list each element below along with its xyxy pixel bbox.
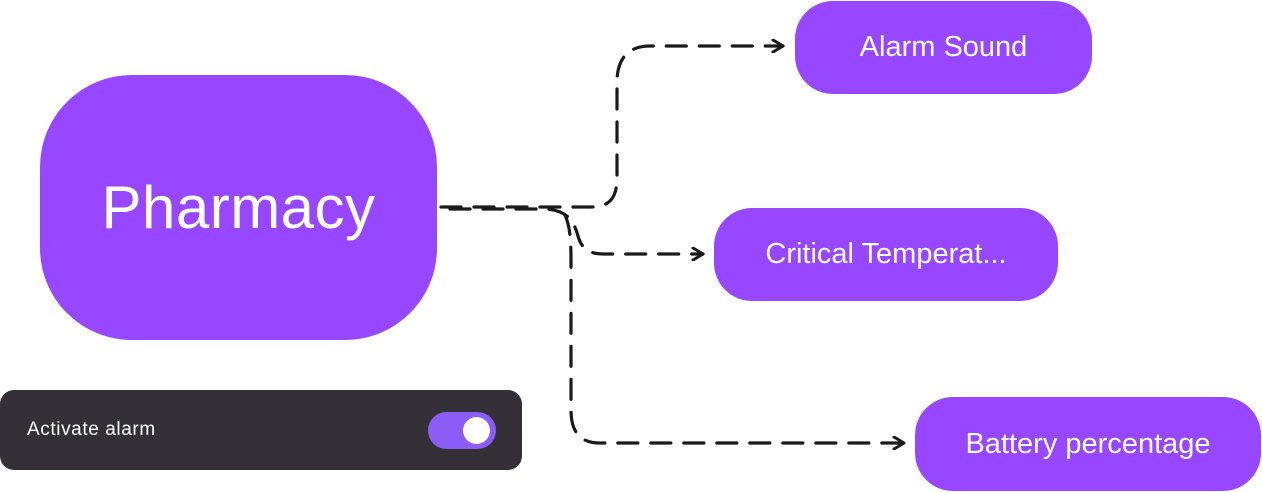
battery-percentage-node-label: Battery percentage [965,427,1211,460]
activate-alarm-label: Activate alarm [27,419,156,440]
critical-temperature-node[interactable]: Critical Temperat... [714,208,1058,301]
alarm-sound-node-label: Alarm Sound [859,31,1028,63]
pharmacy-node-label: Pharmacy [101,174,376,241]
alarm-sound-node[interactable]: Alarm Sound [795,1,1092,94]
critical-temperature-node-label: Critical Temperat... [765,238,1007,270]
toggle-knob [463,417,490,444]
battery-percentage-node[interactable]: Battery percentage [915,397,1261,491]
connector-critical-temperature [448,207,705,254]
activate-alarm-card: Activate alarm [0,390,522,470]
activate-alarm-toggle[interactable] [428,412,496,449]
pharmacy-node[interactable]: Pharmacy [40,75,437,340]
connector-alarm-sound [439,46,785,209]
